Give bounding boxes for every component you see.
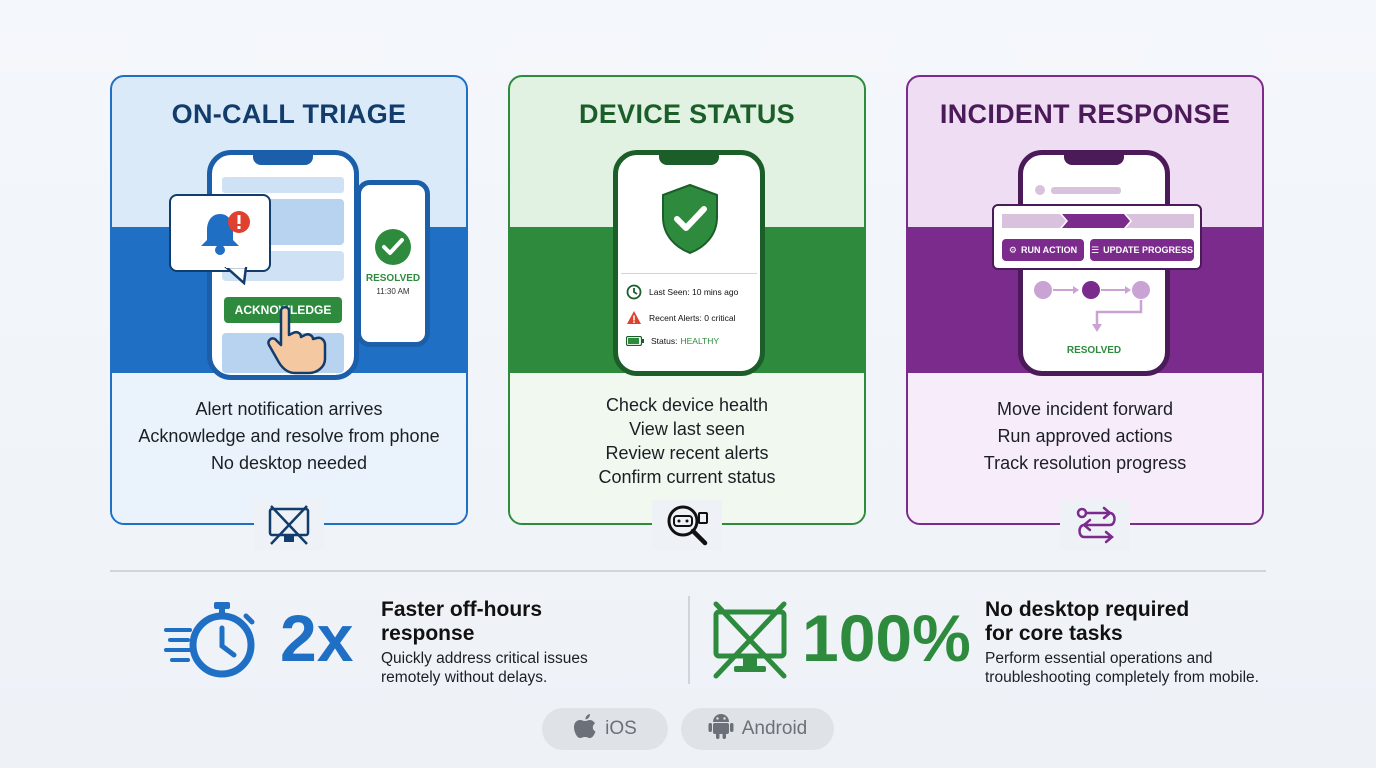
resolved-label: RESOLVED xyxy=(365,273,421,284)
action-panel: ⚙ RUN ACTION ☰ UPDATE PROGRESS xyxy=(992,204,1202,270)
gear-icon: ⚙ xyxy=(1008,244,1017,255)
resolved-time: 11:30 AM xyxy=(376,287,410,296)
run-action-button[interactable]: ⚙ RUN ACTION xyxy=(1002,239,1084,261)
stat-desc-line: troubleshooting completely from mobile. xyxy=(985,669,1259,686)
no-desktop-icon xyxy=(254,500,324,550)
run-action-label: RUN ACTION xyxy=(1020,245,1078,255)
card-device-status: DEVICE STATUS Last Seen: 10 mins ago xyxy=(508,75,866,525)
status-row: Last Seen: 10 mins ago xyxy=(626,284,738,300)
card-lower xyxy=(112,373,466,523)
notification-bubble xyxy=(169,194,271,272)
card-description: Alert notification arrives Acknowledge a… xyxy=(112,399,466,480)
card-line: Track resolution progress xyxy=(983,453,1187,473)
check-icon xyxy=(373,227,413,272)
card-line: Check device health xyxy=(605,395,769,415)
phone-notch xyxy=(253,155,313,165)
update-progress-button[interactable]: ☰ UPDATE PROGRESS xyxy=(1090,239,1194,261)
stat-value: 100% xyxy=(802,601,971,675)
screen-placeholder xyxy=(222,177,344,193)
stat-desc-line: remotely without delays. xyxy=(381,669,548,686)
alert-badge-icon xyxy=(227,210,251,239)
stat-description: Quickly address critical issues remotely… xyxy=(381,649,588,687)
resolved-phone: RESOLVED 11:30 AM xyxy=(356,180,430,347)
resolved-label: RESOLVED xyxy=(1066,345,1122,356)
screen-placeholder xyxy=(1051,187,1121,194)
platform-android[interactable]: Android xyxy=(681,708,834,750)
card-on-call-triage: ON-CALL TRIAGE RESOLVED 11:30 AM ACKNOWL… xyxy=(110,75,468,525)
card-description: Move incident forward Run approved actio… xyxy=(908,399,1262,480)
card-lower xyxy=(510,373,864,523)
card-title: INCIDENT RESPONSE xyxy=(939,99,1231,129)
android-icon xyxy=(708,712,734,746)
recent-alerts-text: Recent Alerts: 0 critical xyxy=(649,313,736,323)
phone-notch xyxy=(1064,155,1124,165)
card-line: No desktop needed xyxy=(210,453,368,473)
card-lower xyxy=(908,373,1262,523)
stat-description: Perform essential operations and trouble… xyxy=(985,649,1259,687)
platform-label: Android xyxy=(741,718,808,739)
workflow-arrows-icon xyxy=(1060,500,1130,550)
card-title: DEVICE STATUS xyxy=(579,99,795,129)
workflow-diagram xyxy=(1031,280,1161,345)
stat-heading: Faster off-hours response xyxy=(381,598,542,646)
phone-notch xyxy=(659,155,719,165)
card-incident-response: INCIDENT RESPONSE RESOLVED xyxy=(906,75,1264,525)
no-desktop-icon xyxy=(710,600,790,685)
status-label: Status: xyxy=(651,336,678,346)
stat-heading-line: No desktop required xyxy=(985,598,1190,621)
card-line: Move incident forward xyxy=(996,399,1174,419)
section-divider xyxy=(110,570,1266,572)
platform-ios[interactable]: iOS xyxy=(542,708,668,750)
status-panel: Last Seen: 10 mins ago Recent Alerts: 0 … xyxy=(621,273,757,371)
battery-icon xyxy=(626,336,644,346)
card-line: Run approved actions xyxy=(997,426,1173,446)
tap-hand-icon xyxy=(267,305,339,380)
device-search-icon xyxy=(652,500,722,550)
progress-steps xyxy=(1002,214,1194,233)
warning-icon xyxy=(627,311,641,324)
card-description: Check device health View last seen Revie… xyxy=(510,395,864,491)
stat-heading-line: Faster off-hours xyxy=(381,598,543,621)
stat-heading-line: response xyxy=(381,622,475,645)
platform-label: iOS xyxy=(605,718,637,739)
card-line: View last seen xyxy=(629,419,745,439)
status-row: Status: HEALTHY xyxy=(626,336,719,346)
card-line: Acknowledge and resolve from phone xyxy=(138,426,440,446)
last-seen-text: Last Seen: 10 mins ago xyxy=(649,287,739,297)
card-line: Confirm current status xyxy=(598,467,776,487)
status-phone: Last Seen: 10 mins ago Recent Alerts: 0 … xyxy=(613,150,765,376)
stat-desc-line: Quickly address critical issues xyxy=(381,650,588,667)
clock-icon xyxy=(626,284,642,300)
list-icon: ☰ xyxy=(1091,244,1100,255)
shield-check-icon xyxy=(659,183,721,260)
card-line: Review recent alerts xyxy=(605,443,769,463)
stat-heading: No desktop required for core tasks xyxy=(985,598,1189,646)
card-line: Alert notification arrives xyxy=(195,399,383,419)
stat-desc-line: Perform essential operations and xyxy=(985,650,1213,667)
stat-separator xyxy=(688,596,690,684)
stopwatch-icon xyxy=(162,600,260,685)
status-value: HEALTHY xyxy=(680,336,720,346)
stat-heading-line: for core tasks xyxy=(985,622,1123,645)
screen-placeholder xyxy=(1035,185,1045,195)
status-row: Recent Alerts: 0 critical xyxy=(626,310,735,326)
update-progress-label: UPDATE PROGRESS xyxy=(1103,245,1193,255)
bubble-tail xyxy=(224,267,248,285)
stat-value: 2x xyxy=(280,601,354,675)
card-title: ON-CALL TRIAGE xyxy=(171,99,407,129)
apple-icon xyxy=(573,712,597,746)
